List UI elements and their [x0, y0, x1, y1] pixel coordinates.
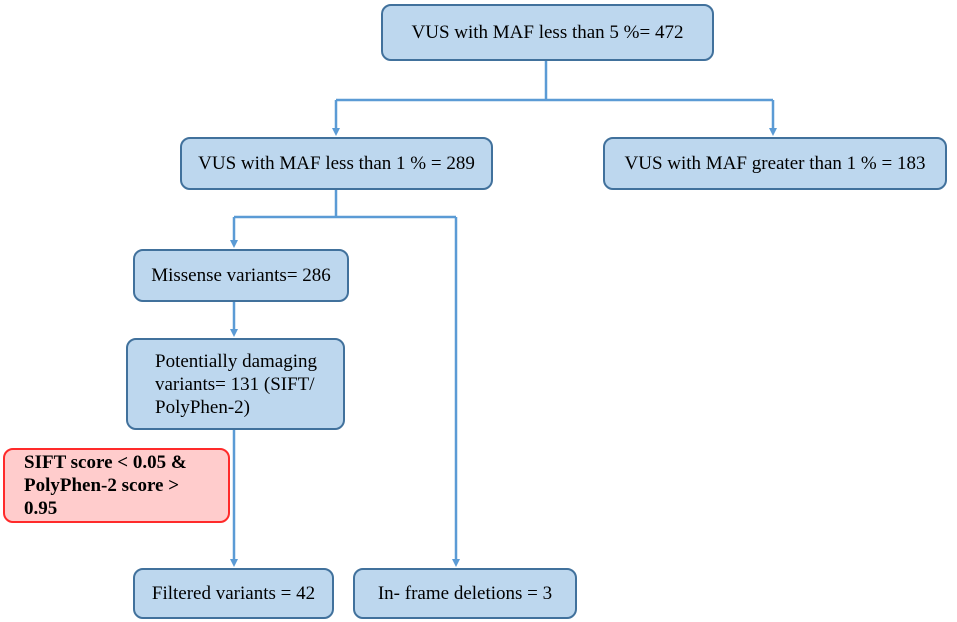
node-missense: Missense variants= 286	[133, 249, 349, 302]
node-inframe: In- frame deletions = 3	[353, 568, 577, 619]
node-root: VUS with MAF less than 5 %= 472	[381, 4, 714, 61]
node-root-label: VUS with MAF less than 5 %= 472	[411, 22, 684, 43]
node-filtered: Filtered variants = 42	[133, 568, 334, 619]
node-filtered-label: Filtered variants = 42	[151, 583, 316, 604]
node-criteria: SIFT score < 0.05 & PolyPhen-2 score > 0…	[3, 448, 230, 523]
node-inframe-label: In- frame deletions = 3	[377, 583, 553, 604]
node-criteria-label: SIFT score < 0.05 & PolyPhen-2 score > 0…	[24, 452, 187, 519]
node-missense-label: Missense variants= 286	[151, 265, 331, 286]
node-maf-below-1: VUS with MAF less than 1 % = 289	[180, 137, 493, 190]
node-maf-above-1-label: VUS with MAF greater than 1 % = 183	[624, 153, 926, 174]
node-damaging: Potentially damaging variants= 131 (SIFT…	[126, 338, 345, 430]
node-maf-below-1-label: VUS with MAF less than 1 % = 289	[198, 153, 475, 174]
node-maf-above-1: VUS with MAF greater than 1 % = 183	[603, 137, 947, 190]
node-damaging-label: Potentially damaging variants= 131 (SIFT…	[155, 350, 318, 418]
